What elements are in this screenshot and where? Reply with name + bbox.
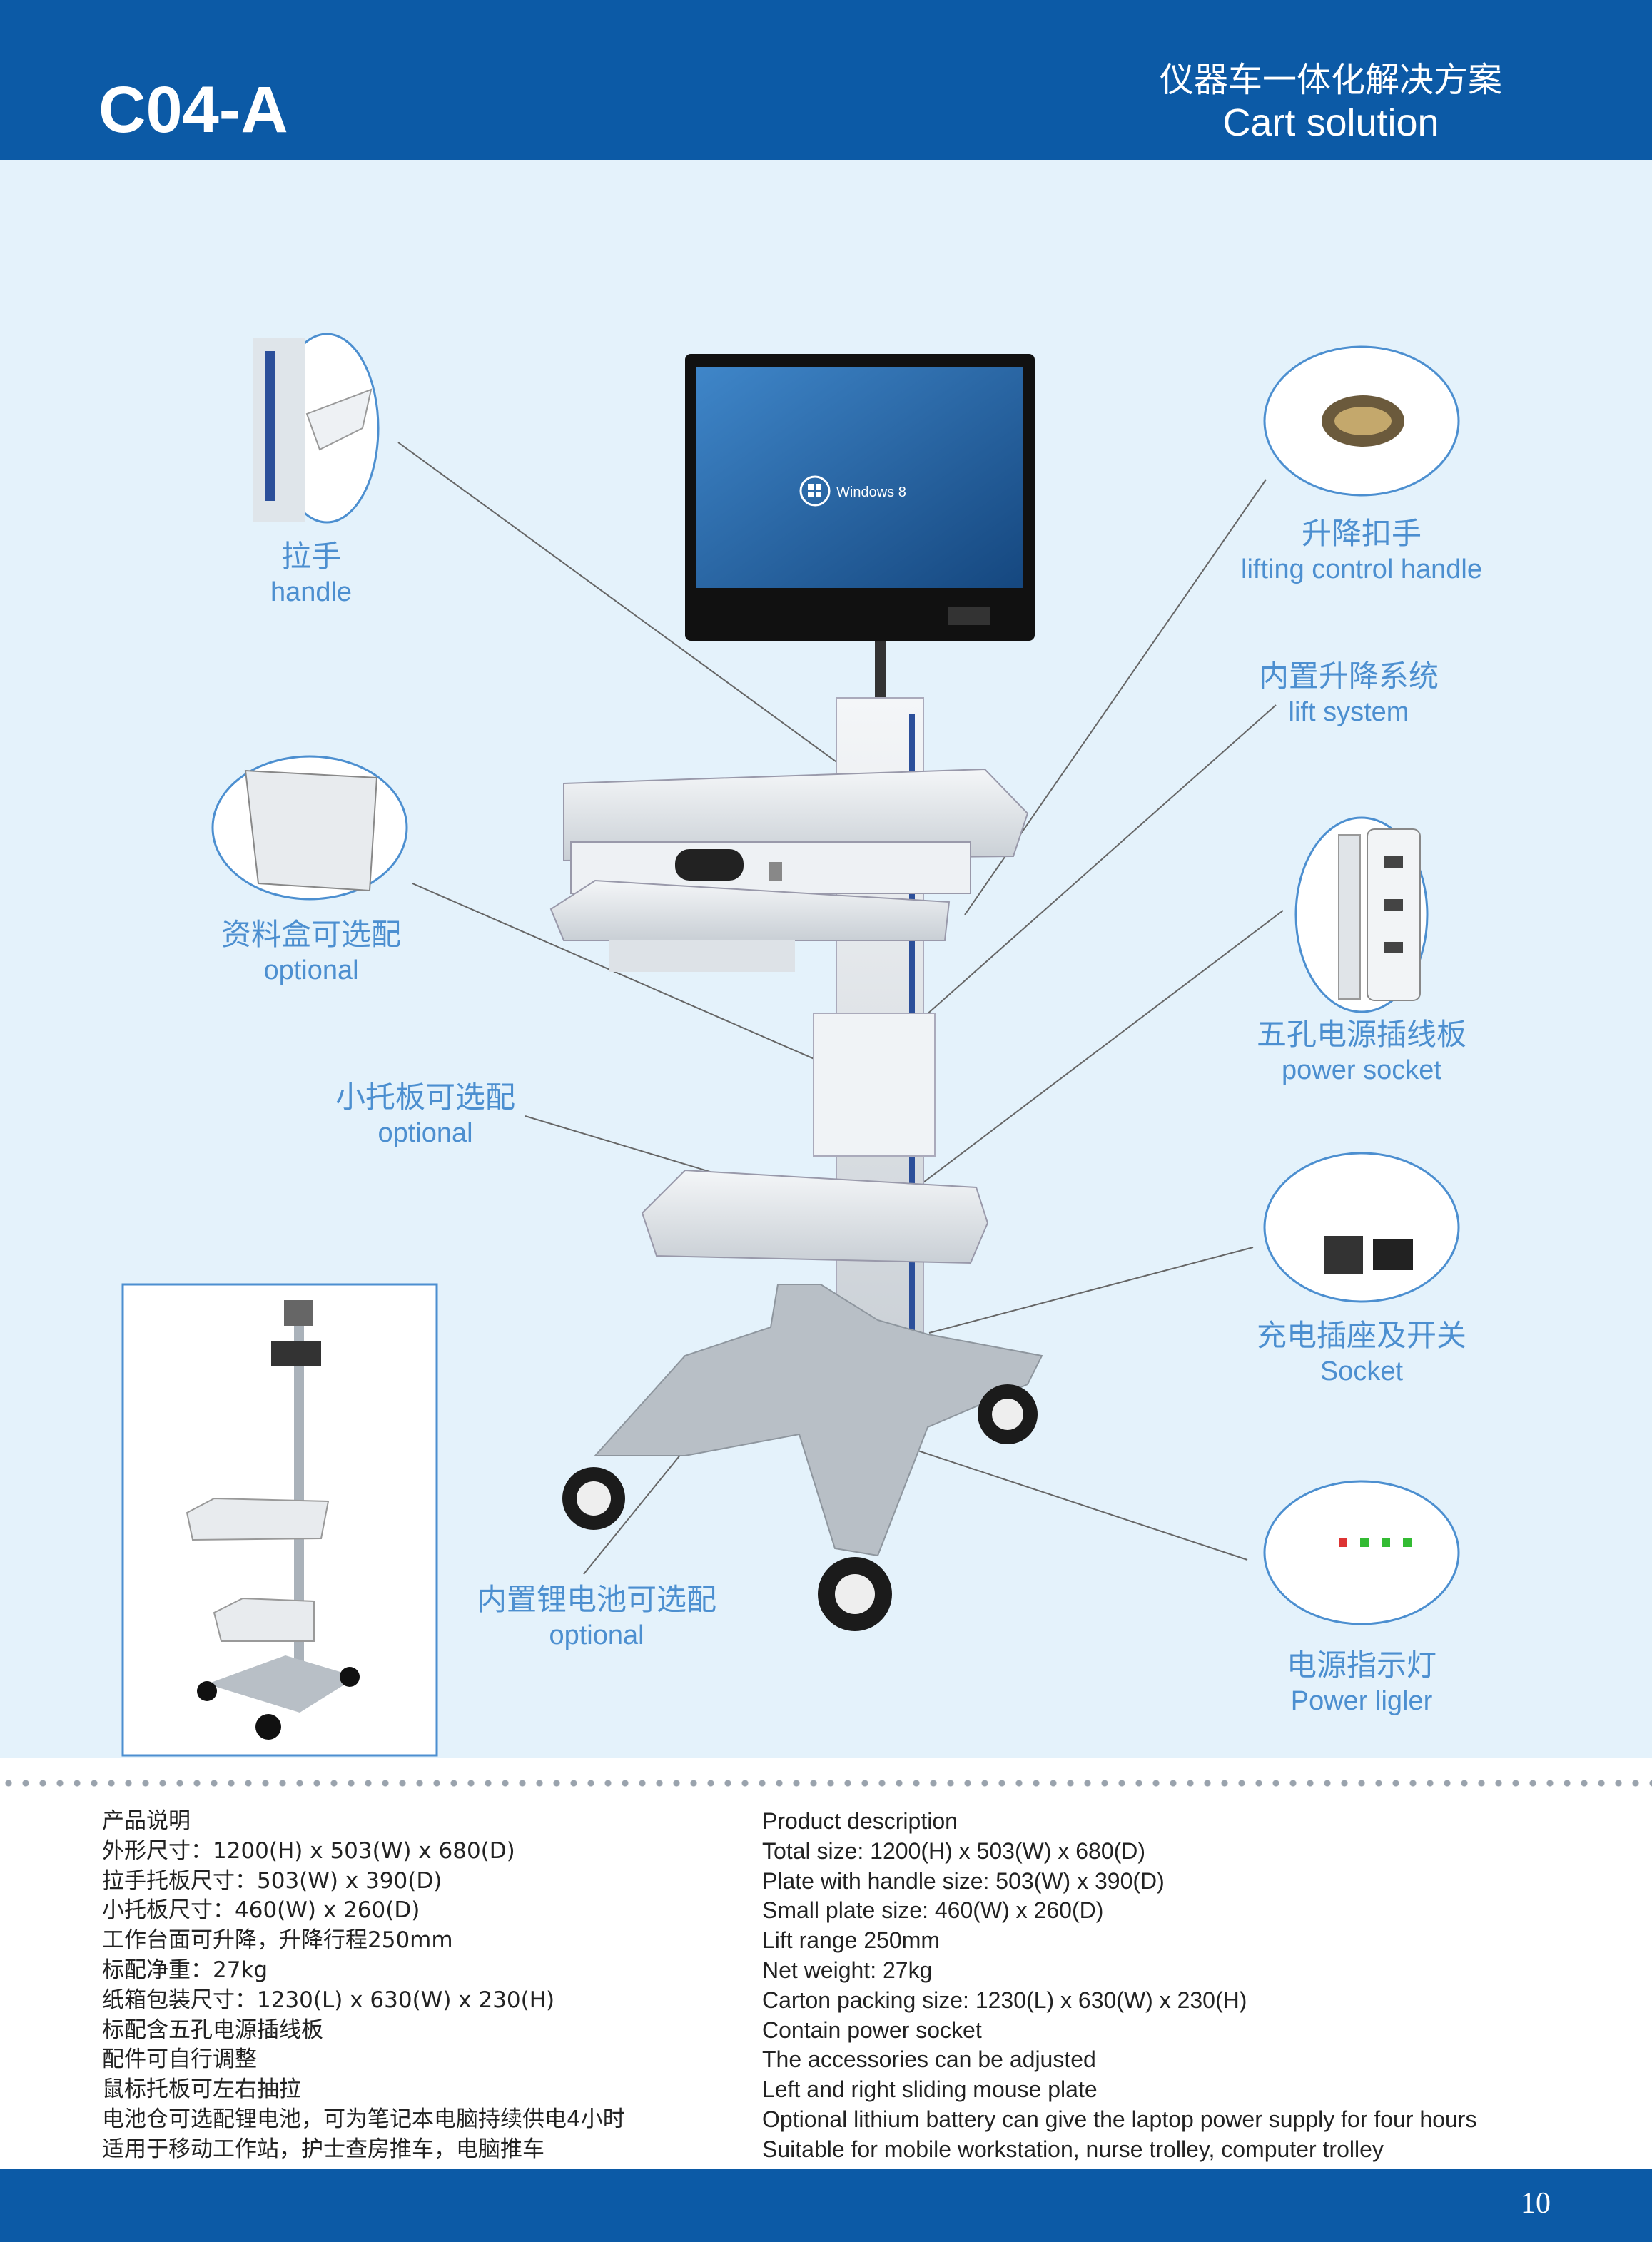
callout-battery: 内置锂电池可选配 optional: [440, 1581, 754, 1653]
work-plate: [563, 768, 1029, 894]
spec-en-line: Suitable for mobile workstation, nurse t…: [762, 2136, 1384, 2162]
callout-small-plate-en: optional: [377, 1117, 473, 1148]
spec-cn-line: 拉手托板尺寸：503(W) x 390(D): [102, 1867, 442, 1894]
spec-en-line: Lift range 250mm: [762, 1927, 941, 1954]
callout-lift-system-en: lift system: [1288, 696, 1409, 727]
callout-file-box-cn: 资料盒可选配: [221, 917, 401, 952]
spec-cn-line: 产品说明: [102, 1808, 191, 1834]
handle-detail-icon: [253, 338, 373, 522]
callout-charging-socket: 充电插座及开关 Socket: [1205, 1317, 1519, 1389]
callout-file-box: 资料盒可选配 optional: [168, 916, 454, 988]
charging-socket-detail-icon: [1324, 1236, 1413, 1274]
spec-en-line: Carton packing size: 1230(L) x 630(W) x …: [762, 1987, 1247, 2013]
spec-en-line: Contain power socket: [762, 2017, 982, 2043]
spec-cn-line: 配件可自行调整: [102, 2046, 257, 2073]
page-number: 10: [1521, 2187, 1551, 2220]
callout-power-light-cn: 电源指示灯: [1286, 1648, 1436, 1683]
footer-bar: 10: [0, 2169, 1652, 2242]
callout-power-socket-en: power socket: [1282, 1055, 1441, 1085]
callout-handle-en: handle: [270, 577, 353, 607]
spec-en-line: Total size: 1200(H) x 503(W) x 680(D): [762, 1837, 1146, 1864]
spec-cn-line: 纸箱包装尺寸：1230(L) x 630(W) x 230(H): [102, 1987, 555, 2013]
callout-lifting-handle-en: lifting control handle: [1241, 554, 1482, 584]
callout-handle-cn: 拉手: [280, 539, 341, 574]
spec-en-line: Plate with handle size: 503(W) x 390(D): [762, 1867, 1165, 1894]
callout-small-plate: 小托板可选配 optional: [283, 1079, 568, 1150]
callout-small-plate-cn: 小托板可选配: [335, 1080, 515, 1115]
spec-en-line: Small plate size: 460(W) x 260(D): [762, 1897, 1104, 1924]
title-chinese: 仪器车一体化解决方案: [1159, 60, 1502, 100]
spec-cn-line: 电池仓可选配锂电池，可为笔记本电脑持续供电4小时: [102, 2106, 625, 2132]
cart-base: [562, 1284, 1043, 1631]
title-english: Cart solution: [1222, 101, 1439, 144]
inset-rear-view: [121, 1283, 438, 1757]
spec-en-line: Optional lithium battery can give the la…: [762, 2106, 1477, 2132]
spec-cn-line: 工作台面可升降，升降行程250mm: [102, 1927, 453, 1954]
dotted-divider: [0, 1780, 1652, 1787]
callout-charging-socket-en: Socket: [1319, 1356, 1404, 1386]
product-illustration: Windows 8: [121, 333, 1460, 1757]
callout-charging-socket-cn: 充电插座及开关: [1256, 1318, 1466, 1353]
callout-power-light-en: Power ligler: [1290, 1685, 1433, 1716]
spec-en-line: Left and right sliding mouse plate: [762, 2076, 1098, 2103]
spec-cn-line: 外形尺寸：1200(H) x 503(W) x 680(D): [102, 1837, 515, 1864]
file-box-detail-icon: [244, 769, 378, 892]
callout-file-box-en: optional: [263, 955, 359, 985]
callout-power-socket: 五孔电源插线板 power socket: [1205, 1016, 1519, 1087]
specs-english: Product description Total size: 1200(H) …: [762, 1807, 1476, 2165]
windows-logo-icon: [799, 475, 831, 507]
spec-cn-line: 鼠标托板可左右抽拉: [102, 2076, 301, 2103]
os-label: Windows 8: [836, 485, 906, 500]
callout-power-light: 电源指示灯 Power ligler: [1219, 1647, 1504, 1718]
callout-battery-cn: 内置锂电池可选配: [476, 1582, 716, 1617]
power-socket-detail-icon: [1338, 828, 1421, 1001]
specs-chinese: 产品说明 外形尺寸：1200(H) x 503(W) x 680(D) 拉手托板…: [102, 1807, 625, 2165]
callout-lift-system-cn: 内置升降系统: [1258, 659, 1439, 694]
spec-en-line: Product description: [762, 1808, 958, 1834]
spec-cn-line: 标配净重：27kg: [102, 1957, 268, 1983]
callout-power-socket-cn: 五孔电源插线板: [1256, 1017, 1466, 1052]
spec-cn-line: 标配含五孔电源插线板: [102, 2017, 323, 2043]
power-light-detail-icon: [1339, 1538, 1412, 1547]
spec-en-line: The accessories can be adjusted: [762, 2046, 1096, 2073]
spec-en-line: Net weight: 27kg: [762, 1957, 933, 1983]
spec-cn-line: 适用于移动工作站，护士查房推车，电脑推车: [102, 2136, 544, 2162]
callout-lifting-handle: 升降扣手 lifting control handle: [1190, 515, 1533, 587]
callout-lifting-handle-cn: 升降扣手: [1301, 516, 1422, 551]
model-number: C04-A: [98, 73, 288, 146]
callout-battery-en: optional: [549, 1620, 644, 1650]
callout-lift-system: 内置升降系统 lift system: [1206, 658, 1491, 729]
lifting-handle-detail-icon: [1322, 395, 1404, 447]
header-bar: C04-A 仪器车一体化解决方案 Cart solution: [0, 0, 1652, 160]
product-illustration-area: Windows 8: [0, 160, 1652, 1758]
callout-handle: 拉手 handle: [197, 538, 425, 609]
monitor: Windows 8: [685, 354, 1035, 641]
spec-cn-line: 小托板尺寸：460(W) x 260(D): [102, 1897, 420, 1924]
